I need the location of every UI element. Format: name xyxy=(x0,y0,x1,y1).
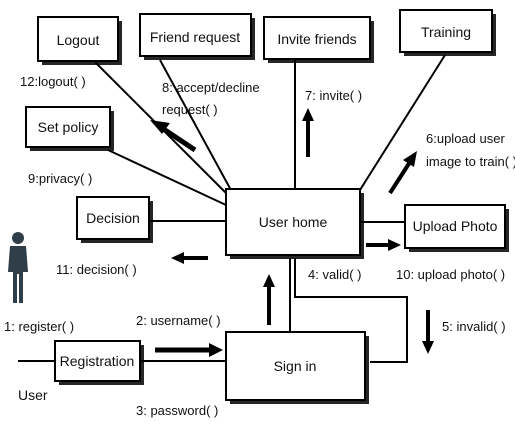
training-label: Training xyxy=(421,24,471,40)
arrow-upload-photo xyxy=(366,239,401,251)
msg-6-upload-train-line1: 6:upload user xyxy=(426,131,505,146)
box-upload-photo xyxy=(404,204,509,252)
arrow-username xyxy=(155,343,223,357)
box-friend-request xyxy=(139,13,255,60)
arrow-decision xyxy=(171,252,208,264)
link-invalid-loop xyxy=(294,258,408,363)
msg-9-privacy: 9:privacy( ) xyxy=(28,171,92,186)
sign-in-label: Sign in xyxy=(274,358,317,374)
msg-5-invalid: 5: invalid( ) xyxy=(442,319,506,334)
decision-label: Decision xyxy=(86,210,140,226)
msg-7-invite: 7: invite( ) xyxy=(305,88,362,103)
msg-4-valid: 4: valid( ) xyxy=(308,267,361,282)
link-setpolicy-userhome xyxy=(107,149,227,206)
box-set-policy xyxy=(25,106,114,151)
msg-6-upload-train-line2: image to train( ) xyxy=(426,154,515,169)
logout-label: Logout xyxy=(57,32,100,48)
actor-label: User xyxy=(18,387,48,403)
msg-3-password: 3: password( ) xyxy=(136,403,218,418)
box-user-home xyxy=(225,188,364,259)
arrow-logout xyxy=(150,120,197,153)
link-training-userhome xyxy=(359,54,446,191)
registration-label: Registration xyxy=(60,353,135,369)
link-friendrequest-userhome xyxy=(159,59,233,193)
user-home-label: User home xyxy=(259,214,328,230)
msg-1-register: 1: register( ) xyxy=(4,319,74,334)
msg-10-upload-photo: 10: upload photo( ) xyxy=(396,267,505,282)
friend-request-label: Friend request xyxy=(150,29,240,45)
msg-11-decision: 11: decision( ) xyxy=(56,262,137,277)
box-logout xyxy=(37,16,122,65)
msg-8-accept-decline-line2: request( ) xyxy=(162,102,218,117)
box-registration xyxy=(54,340,144,385)
set-policy-label: Set policy xyxy=(38,119,99,135)
upload-photo-label: Upload Photo xyxy=(413,218,498,234)
arrow-invalid xyxy=(422,310,434,354)
arrow-invite xyxy=(302,108,314,157)
arrow-upload-train xyxy=(388,151,417,195)
box-decision xyxy=(76,196,153,243)
box-invite-friends xyxy=(263,16,374,63)
box-training xyxy=(399,9,496,56)
user-actor-icon xyxy=(8,232,28,303)
arrow-valid xyxy=(263,274,275,325)
connectors xyxy=(18,54,446,363)
msg-12-logout: 12:logout( ) xyxy=(20,74,86,89)
invite-friends-label: Invite friends xyxy=(277,31,356,47)
box-sign-in xyxy=(225,331,369,404)
msg-8-accept-decline-line1: 8: accept/decline xyxy=(162,80,260,95)
message-arrows xyxy=(150,108,434,357)
msg-2-username: 2: username( ) xyxy=(136,313,221,328)
